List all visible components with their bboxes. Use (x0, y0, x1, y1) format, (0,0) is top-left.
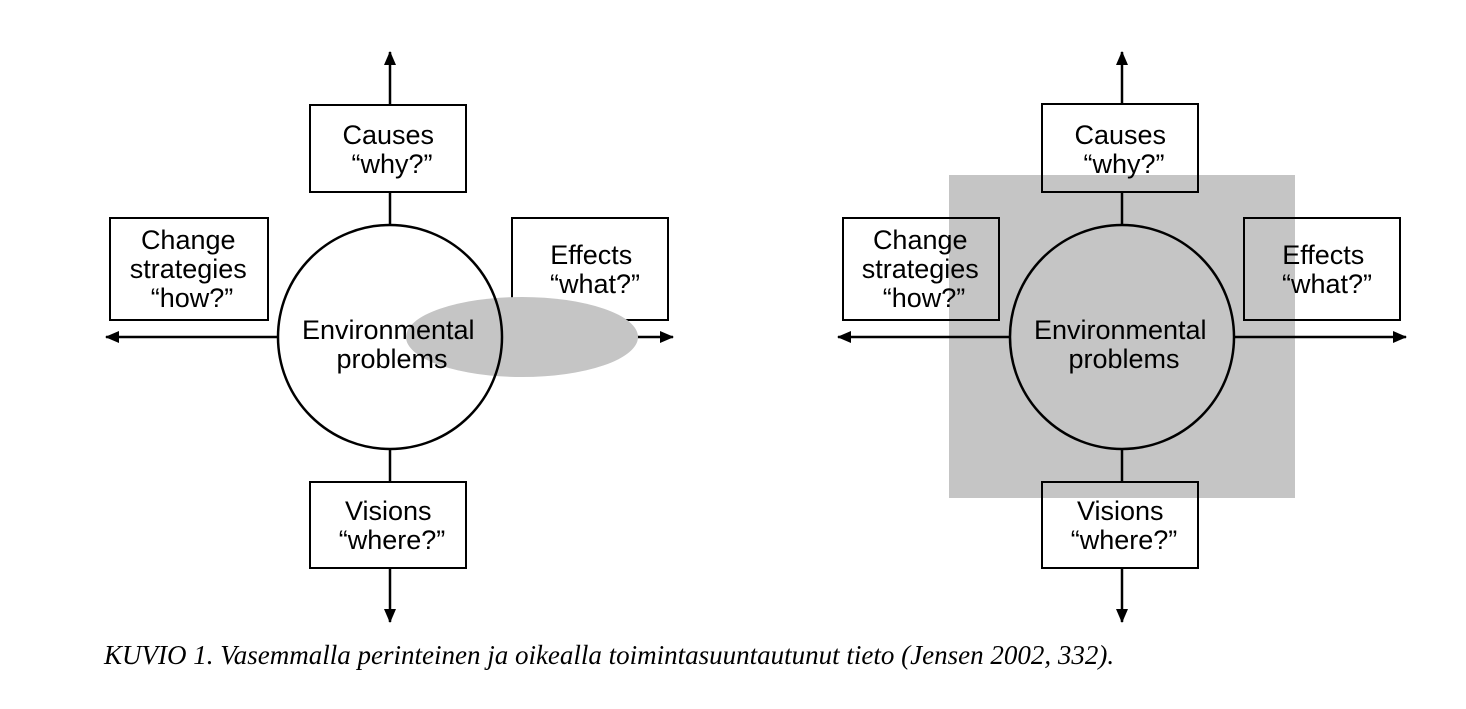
center-label: Environmental problems (1034, 315, 1214, 374)
environmental-problems-circle (1008, 223, 1236, 451)
effects-title: Effects (1282, 240, 1364, 270)
change-subtitle: strategies (130, 254, 247, 284)
center-line-2: problems (1068, 344, 1179, 374)
effects-box-outline (1243, 217, 1401, 321)
visions-title: Visions (345, 496, 432, 526)
visions-question: “where?” (1071, 525, 1178, 555)
change-question: “how?” (883, 283, 966, 313)
figure-caption: KUVIO 1. Vasemmalla perinteinen ja oikea… (104, 640, 1115, 670)
center-line-1: Environmental (302, 315, 475, 345)
diagram-action-oriented: Causes “why?” Change strategies “how?” E… (837, 51, 1407, 623)
causes-question: “why?” (351, 149, 432, 179)
causes-label: Causes “why?” (1074, 120, 1173, 179)
effects-question: “what?” (1282, 269, 1372, 299)
visions-box-outline (1041, 481, 1199, 569)
causes-title: Causes (342, 120, 434, 150)
causes-label: Causes “why?” (342, 120, 441, 179)
visions-question: “where?” (339, 525, 446, 555)
diagram-traditional: Causes “why?” Change strategies “how?” E… (105, 51, 674, 623)
change-question: “how?” (151, 283, 234, 313)
center-line-1: Environmental (1034, 315, 1207, 345)
highlight-ellipse (406, 297, 638, 377)
change-strategies-label: Change strategies “how?” (862, 225, 987, 313)
causes-box (309, 104, 467, 193)
visions-label: Visions “where?” (339, 496, 446, 555)
effects-question: “what?” (550, 269, 640, 299)
causes-question: “why?” (1083, 149, 1164, 179)
visions-box (309, 481, 467, 569)
effects-title: Effects (550, 240, 632, 270)
center-line-2: problems (336, 344, 447, 374)
environmental-problems-circle (276, 223, 504, 451)
change-strategies-box (109, 217, 269, 321)
change-title: Change (873, 225, 968, 255)
change-strategies-label: Change strategies “how?” (130, 225, 255, 313)
change-title: Change (141, 225, 236, 255)
center-label: Environmental problems (302, 315, 482, 374)
effects-label: Effects “what?” (1282, 240, 1372, 299)
causes-title: Causes (1074, 120, 1166, 150)
change-subtitle: strategies (862, 254, 979, 284)
causes-box-outline (1041, 103, 1199, 193)
visions-label: Visions “where?” (1071, 496, 1178, 555)
visions-title: Visions (1077, 496, 1164, 526)
effects-label: Effects “what?” (550, 240, 640, 299)
change-strategies-box-outline (842, 217, 1000, 321)
